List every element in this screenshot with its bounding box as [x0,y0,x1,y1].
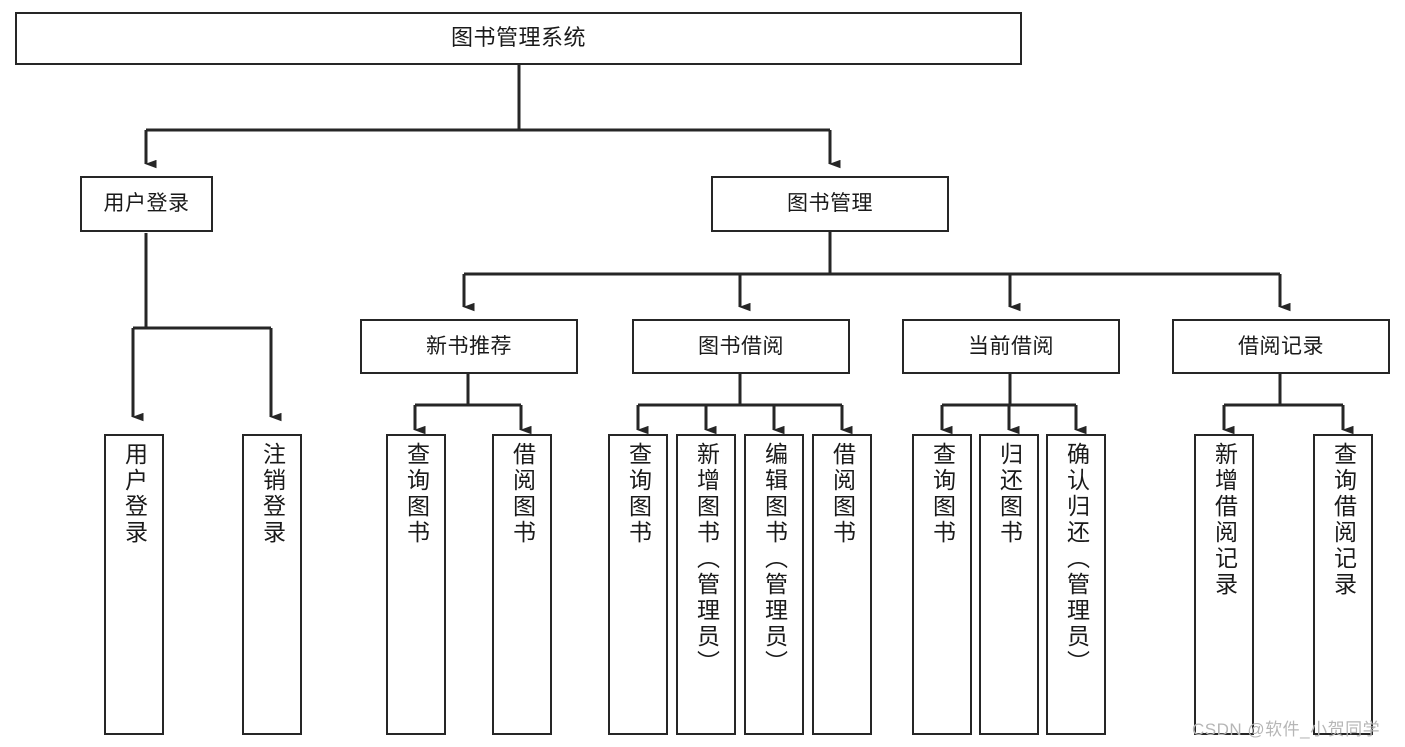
leaf-recommend-borrow-book[interactable]: 借阅图书 [492,434,552,735]
leaf-current-query-book[interactable]: 查询图书 [912,434,972,735]
node-label: 用户登录 [103,192,190,216]
node-label: 注销登录 [259,442,286,546]
node-book-management[interactable]: 图书管理 [711,176,949,232]
node-root-system[interactable]: 图书管理系统 [15,12,1022,65]
node-label: 确认归还（管理员） [1063,442,1090,676]
node-label: 借阅图书 [829,442,856,546]
node-label: 借阅记录 [1238,334,1324,358]
node-label: 图书管理 [787,192,873,216]
node-label: 查询图书 [403,442,430,546]
node-label: 新书推荐 [426,334,512,358]
node-label: 查询图书 [929,442,956,546]
leaf-borrow-query-book[interactable]: 查询图书 [608,434,668,735]
leaf-recommend-query-book[interactable]: 查询图书 [386,434,446,735]
leaf-borrow-add-book-admin[interactable]: 新增图书（管理员） [676,434,736,735]
leaf-user-login-signin[interactable]: 用户登录 [104,434,164,735]
leaf-borrow-edit-book-admin[interactable]: 编辑图书（管理员） [744,434,804,735]
node-label: 用户登录 [121,442,148,546]
node-label: 图书管理系统 [450,25,586,51]
node-current-borrow[interactable]: 当前借阅 [902,319,1120,374]
leaf-current-confirm-return-admin[interactable]: 确认归还（管理员） [1046,434,1106,735]
node-book-borrow[interactable]: 图书借阅 [632,319,850,374]
node-label: 新增借阅记录 [1211,442,1238,598]
node-user-login[interactable]: 用户登录 [80,176,213,232]
node-new-book-recommend[interactable]: 新书推荐 [360,319,578,374]
node-label: 查询借阅记录 [1330,442,1357,598]
leaf-borrow-borrow-book[interactable]: 借阅图书 [812,434,872,735]
leaf-record-add-record[interactable]: 新增借阅记录 [1194,434,1254,735]
leaf-record-query-record[interactable]: 查询借阅记录 [1313,434,1373,735]
leaf-user-login-signout[interactable]: 注销登录 [242,434,302,735]
node-label: 归还图书 [996,442,1023,546]
node-label: 借阅图书 [509,442,536,546]
node-label: 图书借阅 [698,334,784,358]
leaf-current-return-book[interactable]: 归还图书 [979,434,1039,735]
node-label: 新增图书（管理员） [693,442,720,676]
node-borrow-record[interactable]: 借阅记录 [1172,319,1390,374]
node-label: 查询图书 [625,442,652,546]
node-label: 当前借阅 [968,334,1054,358]
node-label: 编辑图书（管理员） [761,442,788,676]
